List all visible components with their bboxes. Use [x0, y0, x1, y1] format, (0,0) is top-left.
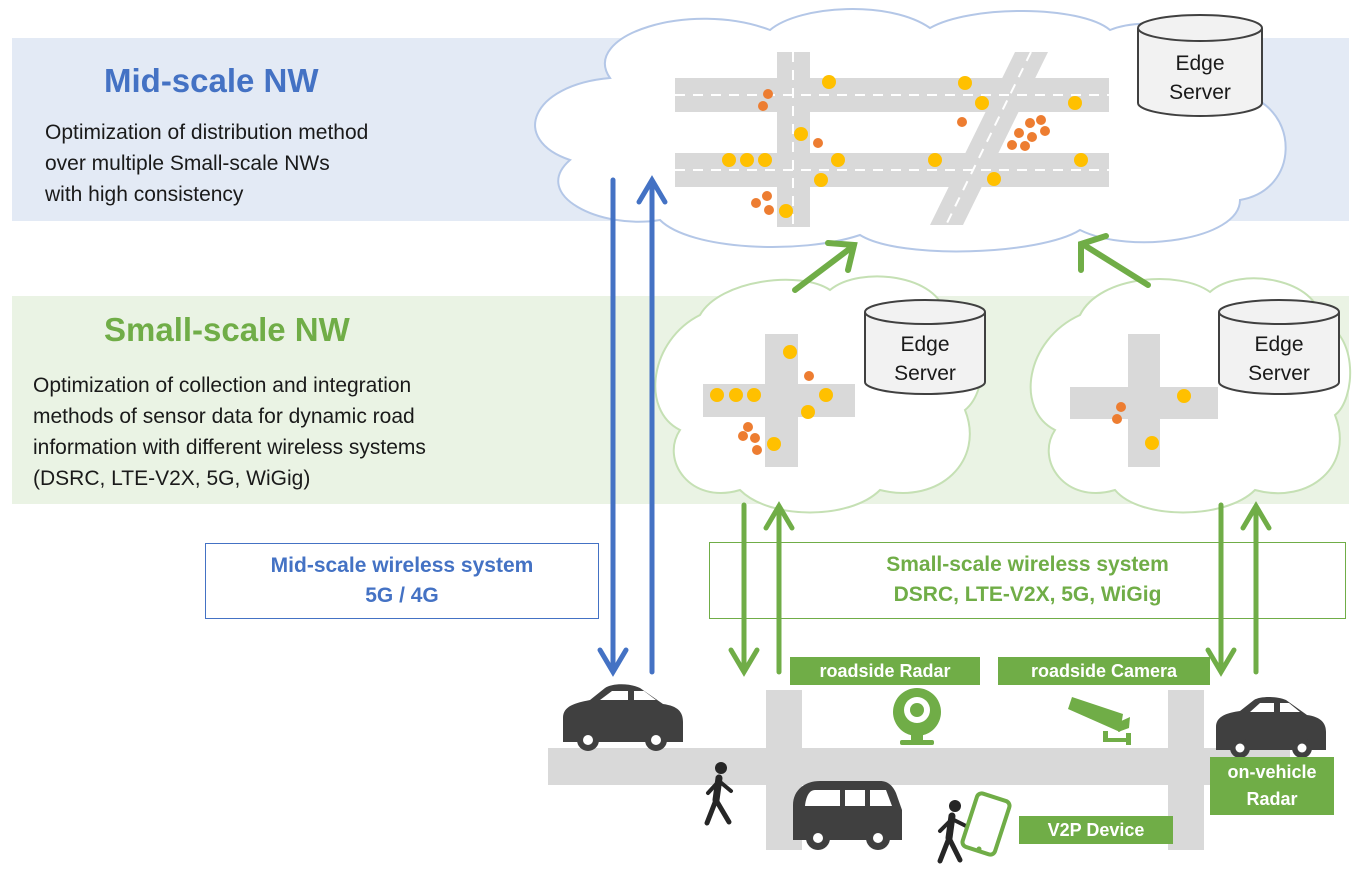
- mid-wireless-line: 5G / 4G: [365, 584, 439, 607]
- mid-desc-line: Optimization of distribution method: [45, 121, 369, 144]
- smartphone-icon: [960, 791, 1012, 857]
- edge-server-small-2-label: Edge Server: [1219, 330, 1339, 388]
- mid-wireless-line: Mid-scale wireless system: [270, 554, 534, 577]
- small-desc-line: Optimization of collection and integrati…: [33, 374, 412, 397]
- mid-scale-description: Optimization of distribution method over…: [45, 117, 368, 210]
- small-scale-cloud-1: [654, 275, 986, 514]
- small-desc-line: methods of sensor data for dynamic road: [33, 405, 415, 428]
- mid-scale-wireless-box: Mid-scale wireless system 5G / 4G: [205, 543, 599, 619]
- mid-scale-road-map: [675, 51, 1109, 227]
- small-wireless-line: DSRC, LTE-V2X, 5G, WiGig: [893, 583, 1162, 606]
- edge-server-mid-icon: [1137, 14, 1263, 117]
- van-icon: [793, 781, 902, 850]
- small-wireless-line: Small-scale wireless system: [886, 553, 1169, 576]
- edge-server-mid-label: Edge Server: [1138, 49, 1262, 107]
- roadside-camera-icon: [1068, 697, 1131, 745]
- pedestrian-with-phone-icon: [937, 800, 968, 864]
- small-desc-line: information with different wireless syst…: [33, 436, 426, 459]
- roadside-radar-icon: [893, 688, 941, 745]
- on-vehicle-radar-label: on-vehicle Radar: [1210, 757, 1334, 815]
- edge-server-small-1-label: Edge Server: [865, 330, 985, 388]
- mid-desc-line: over multiple Small-scale NWs: [45, 152, 330, 175]
- edge-server-line: Edge: [900, 333, 950, 356]
- mid-scale-title: Mid-scale NW: [104, 62, 319, 99]
- edge-server-line: Server: [1248, 362, 1310, 385]
- uplink-arrows-to-mid: [792, 233, 1151, 293]
- edge-server-line: Server: [894, 362, 956, 385]
- on-vehicle-radar-line: Radar: [1246, 789, 1298, 809]
- pedestrian-icon: [704, 762, 733, 826]
- small-scale-title: Small-scale NW: [104, 311, 350, 348]
- roadside-camera-label: roadside Camera: [998, 657, 1210, 685]
- car-icon: [563, 684, 683, 751]
- edge-server-line: Edge: [1254, 333, 1304, 356]
- small-scale-description: Optimization of collection and integrati…: [33, 370, 426, 494]
- small-scale-wireless-box: Small-scale wireless system DSRC, LTE-V2…: [709, 542, 1346, 619]
- mid-desc-line: with high consistency: [45, 183, 244, 206]
- edge-server-line: Server: [1169, 81, 1231, 104]
- small-desc-line: (DSRC, LTE-V2X, 5G, WiGig): [33, 467, 311, 490]
- on-vehicle-radar-line: on-vehicle: [1227, 762, 1317, 782]
- small-scale-cloud-2: [1029, 277, 1352, 514]
- road-intersection: [548, 690, 1290, 850]
- roadside-radar-label: roadside Radar: [790, 657, 980, 685]
- v2p-device-label: V2P Device: [1019, 816, 1173, 844]
- edge-server-line: Edge: [1175, 52, 1225, 75]
- car-icon: [1216, 697, 1326, 758]
- mid-scale-wireless-arrows: [597, 175, 668, 677]
- small-scale-wireless-arrows: [728, 501, 1272, 677]
